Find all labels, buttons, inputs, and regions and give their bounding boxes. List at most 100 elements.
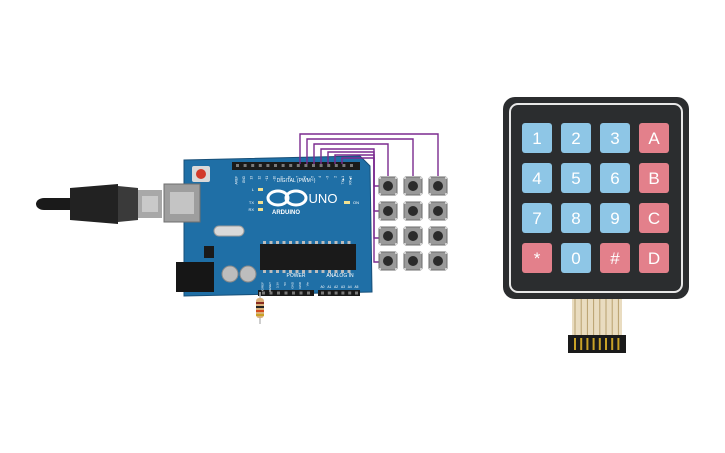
tx-led xyxy=(258,201,263,204)
power-pin[interactable]: Vin xyxy=(306,282,311,295)
keypad-key[interactable]: D xyxy=(639,243,669,273)
pushbutton[interactable] xyxy=(378,226,398,246)
analog-pin[interactable]: A2 xyxy=(334,285,338,295)
keypad-key[interactable]: 0 xyxy=(561,243,591,273)
pushbutton[interactable] xyxy=(378,176,398,196)
keypad-key[interactable]: B xyxy=(639,163,669,193)
analog-pin[interactable]: A3 xyxy=(341,285,345,295)
power-pin-label: GND xyxy=(298,281,302,289)
digital-pin[interactable]: ~9 xyxy=(280,164,285,180)
power-pin-label: IOREF xyxy=(261,282,265,291)
keypad-key[interactable]: 6 xyxy=(600,163,630,193)
keypad-key-label: 8 xyxy=(571,209,580,228)
digital-pin-label: ~10 xyxy=(273,176,277,182)
pushbutton-matrix[interactable] xyxy=(378,176,448,271)
jumper-wire[interactable] xyxy=(341,157,380,263)
digital-pin[interactable]: ~11 xyxy=(265,164,270,181)
pushbutton[interactable] xyxy=(378,251,398,271)
analog-pin[interactable]: A4 xyxy=(348,285,352,295)
keypad-key[interactable]: 8 xyxy=(561,203,591,233)
pushbutton[interactable] xyxy=(403,201,423,221)
pushbutton[interactable] xyxy=(403,251,423,271)
digital-pin-label: 7 xyxy=(295,176,299,178)
digital-pin[interactable]: AREF xyxy=(235,164,240,185)
digital-pin[interactable]: ~3 xyxy=(326,164,331,180)
analog-pin[interactable]: A1 xyxy=(327,285,331,295)
jumper-wire[interactable] xyxy=(299,133,439,176)
pushbutton[interactable] xyxy=(378,201,398,221)
power-pin[interactable]: RESET xyxy=(268,282,273,295)
digital-pin[interactable]: ~5 xyxy=(311,164,316,180)
jumper-wire[interactable] xyxy=(334,154,380,239)
keypad-key[interactable]: C xyxy=(639,203,669,233)
usb-cable[interactable] xyxy=(36,184,162,224)
pushbutton[interactable] xyxy=(428,251,448,271)
rx-led xyxy=(258,208,263,211)
digital-pin[interactable]: 4 xyxy=(318,164,323,178)
keypad-ribbon-cable xyxy=(572,299,622,335)
digital-pin[interactable]: 13 xyxy=(250,164,255,180)
keypad-key[interactable]: 2 xyxy=(561,123,591,153)
keypad-key-label: 5 xyxy=(571,169,580,188)
keypad-key[interactable]: # xyxy=(600,243,630,273)
digital-pin[interactable]: RX◀0 xyxy=(349,164,354,185)
pushbutton[interactable] xyxy=(428,201,448,221)
resistor[interactable] xyxy=(256,292,264,324)
keypad-key[interactable]: A xyxy=(639,123,669,153)
l-led-label: L xyxy=(252,187,255,192)
power-pin[interactable]: GND xyxy=(298,281,303,295)
analog-pin-label: A0 xyxy=(321,285,325,289)
keypad-key[interactable]: * xyxy=(522,243,552,273)
rx-led-label: RX xyxy=(248,207,254,212)
keypad-key[interactable]: 5 xyxy=(561,163,591,193)
digital-pin[interactable]: 8 xyxy=(288,164,293,178)
keypad-key-label: 9 xyxy=(610,209,619,228)
keypad-key[interactable]: 4 xyxy=(522,163,552,193)
keypad-key-label: B xyxy=(648,169,659,188)
pushbutton[interactable] xyxy=(403,176,423,196)
digital-pin-label: ~9 xyxy=(280,176,284,180)
power-pin[interactable]: 5V xyxy=(283,282,288,295)
analog-pin[interactable]: A5 xyxy=(355,285,359,295)
arduino-brand-label: ARDUINO xyxy=(272,210,300,216)
digital-pin[interactable]: 7 xyxy=(295,164,300,178)
analog-pin[interactable]: A0 xyxy=(321,285,325,295)
keypad-key-label: 3 xyxy=(610,129,619,148)
analog-pin-label: A2 xyxy=(334,285,338,289)
digital-pin[interactable]: TX▶1 xyxy=(341,164,346,184)
pushbutton[interactable] xyxy=(403,226,423,246)
keypad-key[interactable]: 1 xyxy=(522,123,552,153)
digital-pin[interactable]: ~10 xyxy=(273,164,278,181)
jumper-wire[interactable] xyxy=(327,151,380,212)
keypad-key[interactable]: 9 xyxy=(600,203,630,233)
keypad-key-label: A xyxy=(648,129,660,148)
digital-pin[interactable]: ~6 xyxy=(303,164,308,180)
jumper-wire[interactable] xyxy=(306,138,414,176)
digital-pin-label: ~5 xyxy=(311,176,315,180)
digital-pin-label: ~6 xyxy=(303,176,307,180)
power-pin[interactable]: IOREF xyxy=(261,282,266,295)
digital-pin[interactable]: GND xyxy=(242,164,247,183)
analog-pin-label: A4 xyxy=(348,285,352,289)
analog-pin-label: A1 xyxy=(327,285,331,289)
jumper-wire[interactable] xyxy=(320,148,380,187)
board-model-label: UNO xyxy=(309,191,338,206)
arduino-logo-icon xyxy=(266,189,308,207)
keypad-key[interactable]: 3 xyxy=(600,123,630,153)
jumper-wire[interactable] xyxy=(313,143,389,176)
digital-pin-label: 4 xyxy=(318,176,322,178)
power-pin[interactable]: 3.3V xyxy=(276,282,281,295)
tx-led-label: TX xyxy=(249,200,254,205)
capacitor-1 xyxy=(221,265,239,283)
l-led xyxy=(258,188,263,191)
digital-pin[interactable]: 2 xyxy=(333,164,338,178)
digital-pin-label: ~11 xyxy=(265,176,269,181)
digital-pin[interactable]: 12 xyxy=(257,164,262,180)
pushbutton[interactable] xyxy=(428,176,448,196)
pushbutton[interactable] xyxy=(428,226,448,246)
power-pin[interactable]: GND xyxy=(291,281,296,295)
power-pin-label: RESET xyxy=(268,282,272,292)
keypad-key[interactable]: 7 xyxy=(522,203,552,233)
